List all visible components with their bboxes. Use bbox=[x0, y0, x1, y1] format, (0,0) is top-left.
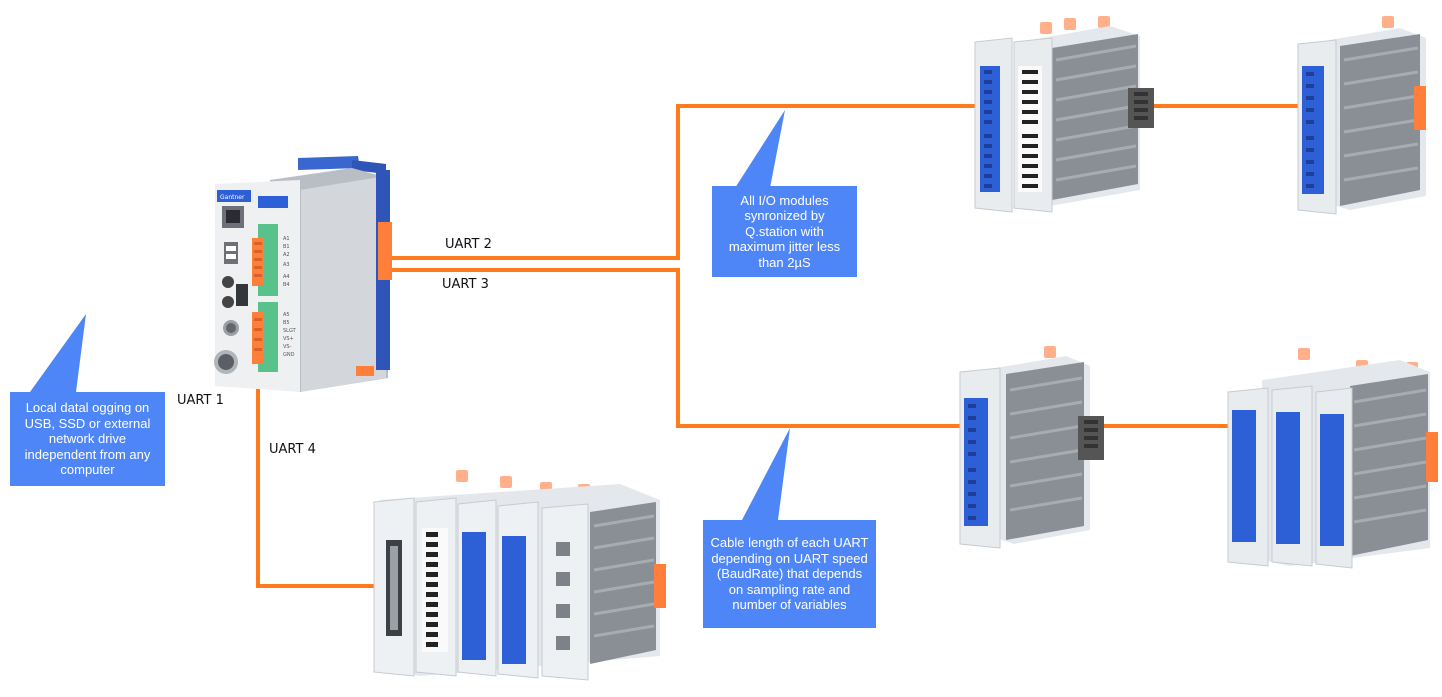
uart3-label: UART 3 bbox=[442, 277, 489, 292]
sync-callout-text: All I/O modules synronized by Q.station … bbox=[728, 192, 841, 270]
svg-text:A3: A3 bbox=[283, 262, 290, 268]
svg-text:B1: B1 bbox=[283, 244, 290, 250]
uart2-single-module bbox=[1297, 16, 1426, 215]
svg-text:B4: B4 bbox=[283, 282, 290, 288]
uart4-cable bbox=[256, 300, 380, 588]
svg-text:VS+: VS+ bbox=[283, 336, 294, 342]
cable-length-callout-pointer bbox=[742, 428, 790, 520]
sync-callout: All I/O modules synronized by Q.station … bbox=[712, 186, 857, 277]
uart4-module-rack bbox=[373, 470, 666, 681]
uart2-cable bbox=[262, 104, 1300, 260]
uart3-module-triple bbox=[1227, 348, 1438, 569]
uart4-label: UART 4 bbox=[269, 442, 316, 457]
local-logging-callout-text: Local datal ogging on USB, SSD or extern… bbox=[24, 400, 151, 478]
uart2-label: UART 2 bbox=[445, 237, 492, 252]
local-logging-callout-pointer bbox=[30, 314, 86, 392]
svg-text:SLGT: SLGT bbox=[283, 328, 297, 334]
svg-text:A1: A1 bbox=[283, 236, 290, 242]
svg-text:A2: A2 bbox=[283, 252, 290, 258]
svg-text:B5: B5 bbox=[283, 320, 290, 326]
svg-text:GND: GND bbox=[283, 352, 295, 358]
qstation-brand-label: Gantner bbox=[220, 194, 245, 201]
cable-length-callout-text: Cable length of each UART depending on U… bbox=[710, 535, 869, 613]
uart2-module-pair bbox=[974, 16, 1154, 213]
uart3-cable bbox=[262, 268, 1230, 428]
uart1-label: UART 1 bbox=[177, 393, 224, 408]
svg-text:A4: A4 bbox=[283, 274, 290, 280]
sync-callout-pointer bbox=[735, 110, 785, 188]
cable-length-callout: Cable length of each UART depending on U… bbox=[703, 520, 876, 628]
svg-text:A5: A5 bbox=[283, 312, 290, 318]
local-logging-callout: Local datal ogging on USB, SSD or extern… bbox=[10, 392, 165, 486]
uart3-single-module bbox=[959, 346, 1104, 549]
svg-text:VS-: VS- bbox=[283, 344, 292, 350]
